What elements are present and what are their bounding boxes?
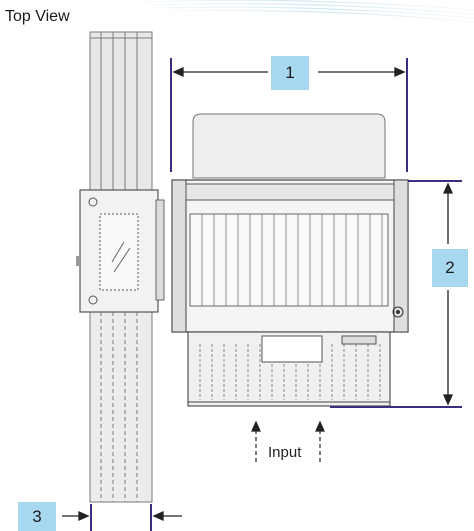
machine-ribs — [201, 214, 383, 306]
arrow-down-icon — [442, 394, 454, 406]
input-label: Input — [268, 444, 302, 461]
dimension-callout-3: 3 — [18, 502, 56, 531]
dimension-callout-1: 1 — [271, 56, 309, 90]
arrow-up-icon — [442, 182, 454, 194]
dimension-arrows-1 — [172, 66, 406, 78]
arrow-up-icon — [251, 420, 261, 432]
machine-frame — [171, 179, 409, 333]
arrow-left-icon — [172, 66, 184, 78]
conveyor-top — [89, 31, 153, 193]
dimension-line-3 — [90, 504, 152, 531]
dimension-line-2 — [330, 180, 462, 408]
header-swoosh — [139, 0, 474, 23]
dimension-arrows-2 — [442, 182, 454, 406]
conveyor-bottom — [89, 311, 153, 503]
lower-conveyor — [187, 331, 391, 407]
arrow-up-icon — [315, 420, 325, 432]
machine-hood — [192, 113, 386, 179]
gear-icon — [392, 306, 404, 318]
arrow-left-icon — [152, 510, 164, 522]
dimension-arrows-3 — [62, 510, 182, 522]
arrow-right-icon — [394, 66, 406, 78]
dimension-line-1 — [170, 58, 408, 172]
arrow-right-icon — [78, 510, 90, 522]
view-title: Top View — [5, 8, 70, 25]
dimension-callout-2: 2 — [432, 249, 468, 287]
input-arrows — [251, 420, 325, 462]
control-cabinet — [76, 189, 165, 313]
